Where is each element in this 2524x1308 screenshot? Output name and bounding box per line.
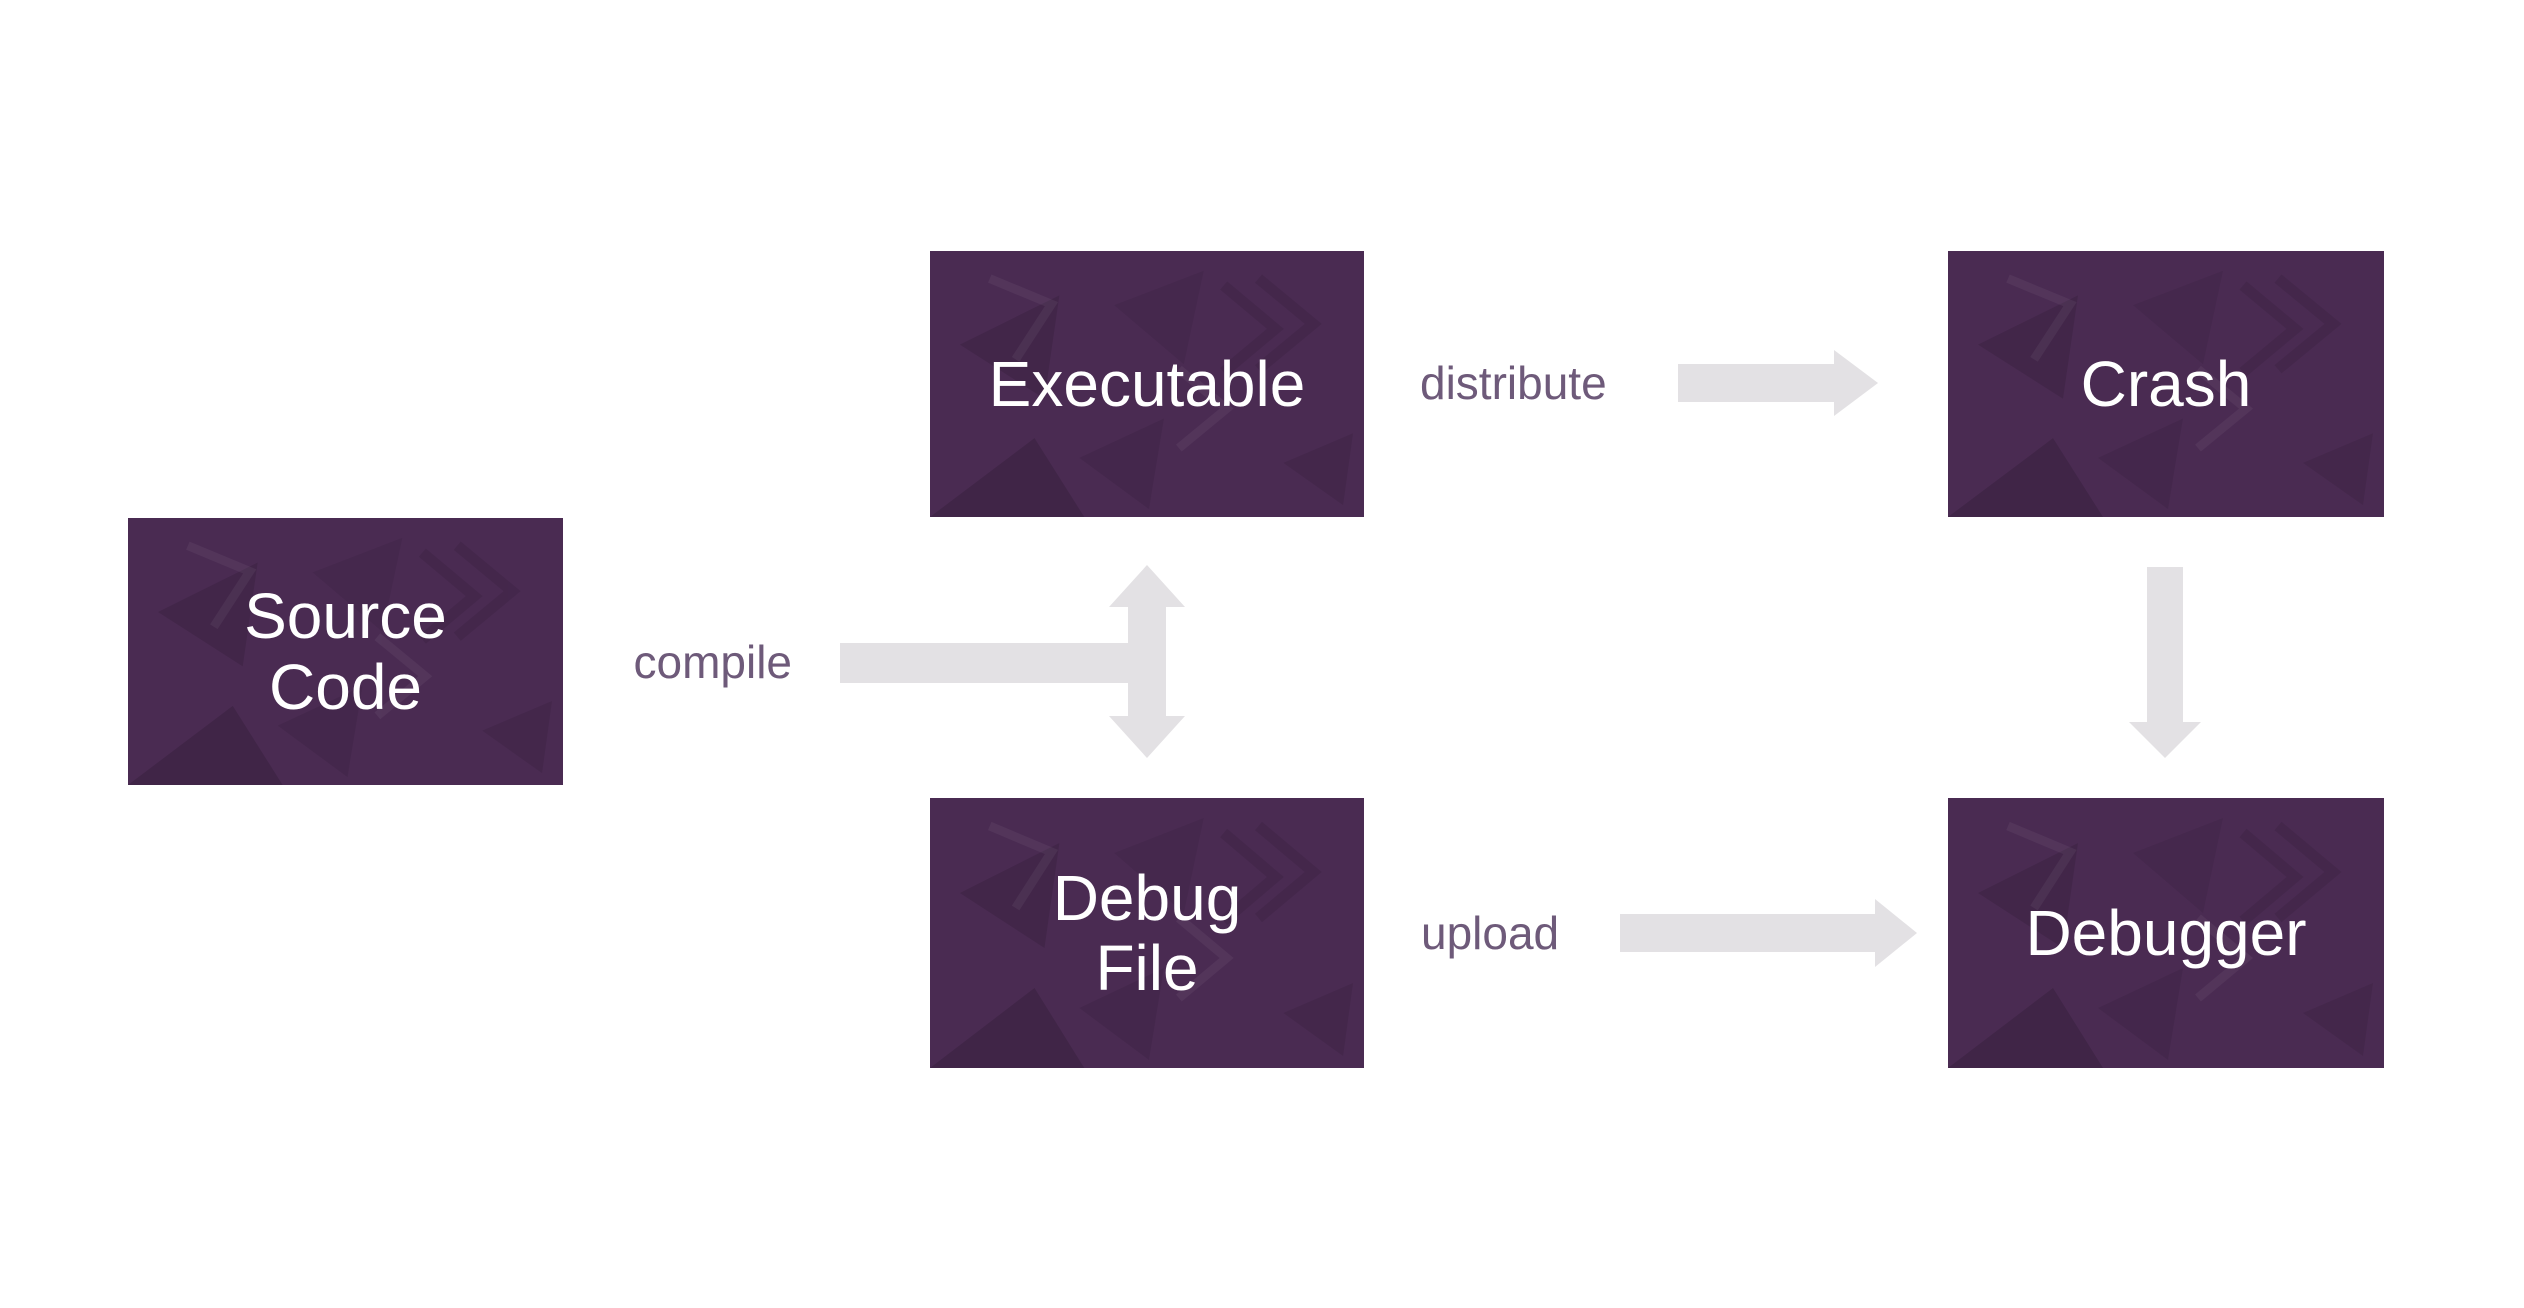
compile-connector-bar[interactable] [840, 643, 1130, 683]
arrow-head-down-icon [1109, 716, 1185, 758]
arrow-shaft [2147, 567, 2183, 722]
node-crash-label: Crash [2080, 347, 2252, 420]
connector-label-distribute[interactable]: distribute [1420, 357, 1607, 409]
distribute-arrow[interactable] [1678, 350, 1878, 416]
node-debugger[interactable]: Debugger [1948, 798, 2384, 1068]
compile-double-arrow[interactable] [1109, 565, 1185, 758]
node-debugger-label: Debugger [2025, 896, 2307, 969]
node-text-line: Debug [1052, 861, 1242, 934]
node-text-line: Crash [2080, 347, 2252, 420]
node-executable-label: Executable [988, 347, 1306, 420]
node-source-code[interactable]: Source Code [128, 518, 563, 785]
arrow-head-up-icon [1109, 565, 1185, 607]
node-text-line: Source [244, 580, 447, 653]
node-text-line: Code [269, 650, 422, 723]
node-debug-file[interactable]: Debug File [930, 798, 1364, 1068]
arrow-head-right-icon [1834, 350, 1878, 416]
node-source-code-label: Source Code [244, 581, 447, 722]
arrow-head-right-icon [1875, 899, 1917, 967]
node-executable[interactable]: Executable [930, 251, 1364, 517]
crash-to-debugger-arrow[interactable] [2129, 567, 2201, 758]
arrow-head-down-icon [2129, 722, 2201, 758]
arrow-shaft [1128, 607, 1166, 716]
arrow-shaft [1678, 364, 1834, 402]
node-debug-file-label: Debug File [1052, 861, 1242, 1004]
connector-label-upload[interactable]: upload [1421, 907, 1560, 959]
node-text-line: Executable [988, 347, 1306, 420]
connector-label-compile[interactable]: compile [633, 636, 792, 688]
node-text-line: Debugger [2025, 896, 2307, 969]
node-crash[interactable]: Crash [1948, 251, 2384, 517]
upload-arrow[interactable] [1620, 899, 1917, 967]
node-text-line: File [1095, 932, 1199, 1004]
arrow-shaft [1620, 914, 1875, 952]
